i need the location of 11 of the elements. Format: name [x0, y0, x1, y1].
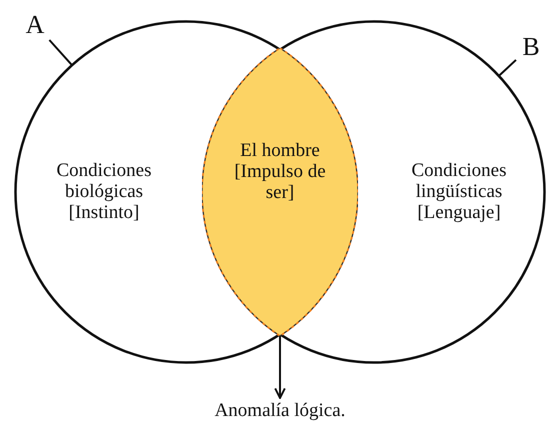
region-label: [Instinto]: [68, 202, 140, 223]
region-label: El hombre: [239, 140, 321, 161]
annotation-text: Anomalía lógica.: [190, 400, 370, 424]
region-label: [Impulso de ser]: [233, 161, 327, 203]
leader-line: [48, 39, 73, 66]
region-label: Condiciones biológicas: [56, 160, 152, 202]
set-letter: B: [518, 32, 544, 60]
set-letter: A: [22, 10, 48, 38]
region-label: Condiciones lingüísticas: [410, 160, 508, 202]
region-label: [Lenguaje]: [416, 202, 502, 223]
leader-line: [498, 59, 517, 77]
